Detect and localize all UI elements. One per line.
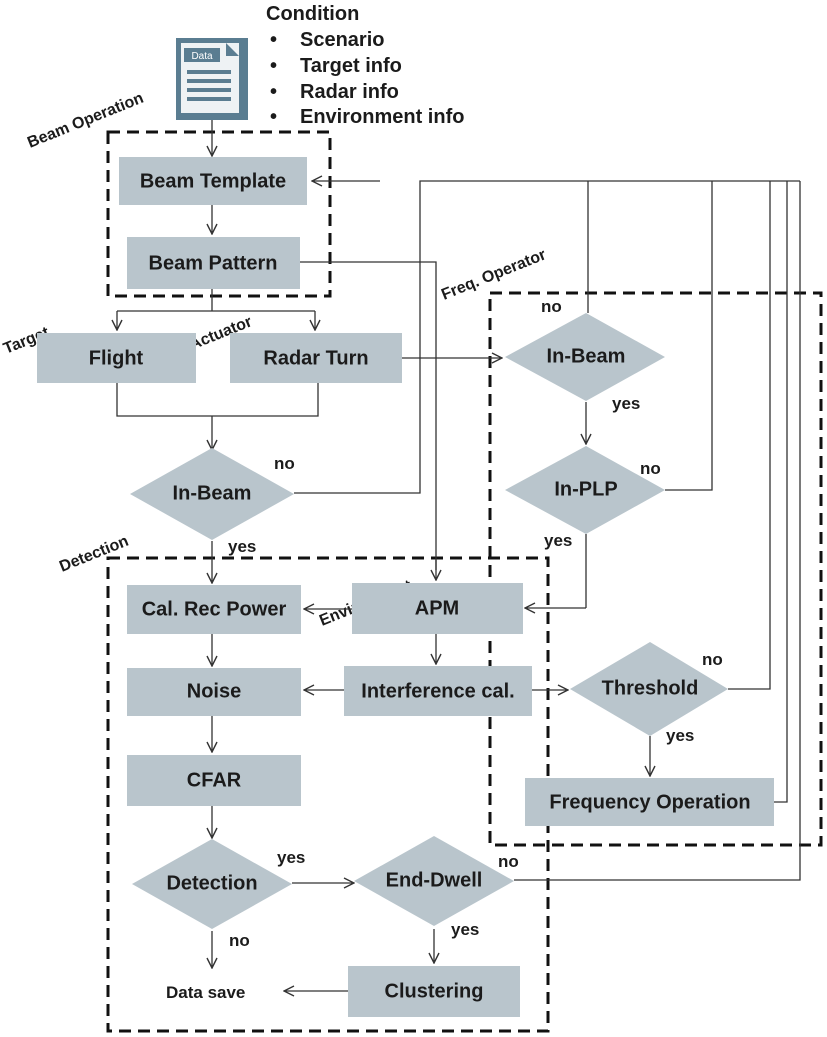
detection-yes-label: yes bbox=[277, 848, 305, 867]
data-document-icon: Data bbox=[176, 38, 248, 120]
cfar-label: CFAR bbox=[187, 769, 242, 791]
apm-label: APM bbox=[415, 597, 459, 619]
in-beam-main-label: In-Beam bbox=[173, 482, 252, 504]
in-beam-freq-yes-label: yes bbox=[612, 394, 640, 413]
condition-item-radar-info: Radar info bbox=[300, 81, 399, 103]
detection-diamond: Detection bbox=[132, 839, 292, 929]
end-dwell-yes-label: yes bbox=[451, 920, 479, 939]
flight-box: Flight bbox=[37, 333, 196, 383]
beam-pattern-label: Beam Pattern bbox=[149, 252, 278, 274]
noise-box: Noise bbox=[127, 668, 301, 716]
apm-box: APM bbox=[352, 583, 523, 634]
in-plp-no-line bbox=[665, 181, 713, 491]
data-save-label: Data save bbox=[166, 983, 245, 1002]
flight-label: Flight bbox=[89, 347, 144, 369]
noise-label: Noise bbox=[187, 680, 241, 702]
freq-operation-feedback-line bbox=[774, 181, 788, 803]
in-beam-main-no-line bbox=[294, 180, 800, 494]
interference-cal-label: Interference cal. bbox=[361, 680, 514, 702]
end-dwell-no-line bbox=[514, 181, 801, 881]
cal-rec-power-box: Cal. Rec Power bbox=[127, 585, 301, 634]
in-plp-label: In-PLP bbox=[554, 478, 617, 500]
detection-node-label: Detection bbox=[166, 872, 257, 894]
detection-label: Detection bbox=[57, 533, 131, 576]
condition-bullet-1: • bbox=[270, 29, 277, 51]
in-beam-freq-diamond: In-Beam bbox=[505, 313, 665, 401]
radar-turn-label: Radar Turn bbox=[263, 347, 368, 369]
beam-template-box: Beam Template bbox=[119, 157, 307, 205]
end-dwell-diamond: End-Dwell bbox=[354, 836, 514, 926]
interference-cal-box: Interference cal. bbox=[344, 666, 532, 716]
connectors bbox=[116, 120, 801, 991]
condition-item-scenario: Scenario bbox=[300, 29, 384, 51]
clustering-label: Clustering bbox=[385, 980, 484, 1002]
condition-title: Condition bbox=[266, 3, 359, 25]
in-plp-diamond: In-PLP bbox=[505, 446, 665, 534]
frequency-operation-box: Frequency Operation bbox=[525, 778, 774, 826]
beam-operation-group-box bbox=[106, 130, 332, 298]
in-beam-main-diamond: In-Beam bbox=[130, 448, 294, 540]
in-beam-main-yes-label: yes bbox=[228, 537, 256, 556]
threshold-diamond: Threshold bbox=[570, 642, 728, 736]
cfar-box: CFAR bbox=[127, 755, 301, 806]
frequency-operation-label: Frequency Operation bbox=[549, 791, 750, 813]
threshold-yes-label: yes bbox=[666, 726, 694, 745]
in-plp-no-label: no bbox=[640, 459, 661, 478]
beam-template-label: Beam Template bbox=[140, 170, 286, 192]
in-beam-freq-label: In-Beam bbox=[547, 345, 626, 367]
split-line-pattern bbox=[117, 289, 315, 312]
condition-item-environment-info: Environment info bbox=[300, 106, 464, 128]
in-beam-main-no-label: no bbox=[274, 454, 295, 473]
condition-item-target-info: Target info bbox=[300, 55, 402, 77]
condition-bullet-2: • bbox=[270, 55, 277, 77]
end-dwell-no-label: no bbox=[498, 852, 519, 871]
condition-bullet-4: • bbox=[270, 106, 277, 128]
threshold-no-line bbox=[728, 181, 771, 690]
cal-rec-power-label: Cal. Rec Power bbox=[142, 598, 287, 620]
data-icon-label: Data bbox=[191, 51, 213, 62]
threshold-label: Threshold bbox=[602, 677, 699, 699]
in-plp-yes-label: yes bbox=[544, 531, 572, 550]
condition-bullet-3: • bbox=[270, 81, 277, 103]
detection-no-label: no bbox=[229, 931, 250, 950]
in-beam-freq-no-label: no bbox=[541, 297, 562, 316]
merge-line-flight-radar bbox=[116, 383, 319, 417]
beam-operation-label: Beam Operation bbox=[25, 90, 146, 152]
beam-pattern-to-apm-line bbox=[300, 261, 437, 570]
freq-operator-label: Freq. Operator bbox=[439, 246, 548, 303]
radar-turn-box: Radar Turn bbox=[230, 333, 402, 383]
clustering-box: Clustering bbox=[348, 966, 520, 1017]
freq-operator-group-box bbox=[488, 291, 823, 847]
beam-pattern-box: Beam Pattern bbox=[127, 237, 300, 289]
threshold-no-label: no bbox=[702, 650, 723, 669]
end-dwell-label: End-Dwell bbox=[386, 869, 483, 891]
